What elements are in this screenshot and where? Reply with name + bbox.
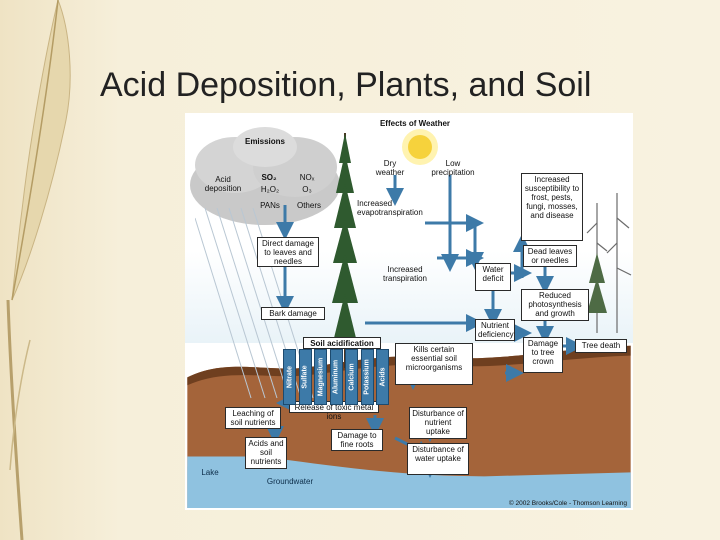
soil-bar-calcium: Calcium bbox=[345, 349, 358, 405]
dead-trees-icon bbox=[586, 193, 632, 333]
emissions-label: Emissions bbox=[244, 137, 285, 146]
damage-fine-roots-box: Damage to fine roots bbox=[331, 429, 383, 451]
nutrient-deficiency-box: Nutrient deficiency bbox=[475, 319, 515, 341]
soil-acidification-box: Soil acidification bbox=[303, 337, 381, 349]
others-label: Others bbox=[296, 201, 321, 210]
dry-weather-label: Dry weather bbox=[375, 159, 405, 177]
copyright-credit: © 2002 Brooks/Cole - Thomson Learning bbox=[508, 500, 627, 507]
o3-label: O₃ bbox=[302, 185, 312, 194]
soil-bar-acids: Acids bbox=[376, 349, 389, 405]
increased-transpiration-label: Increased transpiration bbox=[382, 265, 428, 283]
water-deficit-box: Water deficit bbox=[475, 263, 511, 291]
soil-bar-aluminum: Aluminum bbox=[329, 349, 343, 405]
acid-deposition-label: Acid deposition bbox=[204, 175, 242, 193]
damage-tree-crown-box: Damage to tree crown bbox=[523, 337, 563, 373]
tree-death-box: Tree death bbox=[575, 339, 627, 353]
effects-of-weather-header: Effects of Weather bbox=[379, 119, 451, 128]
disturbance-water-box: Disturbance of water uptake bbox=[407, 443, 469, 475]
acid-deposition-diagram: Effects of Weather Emissions Acid deposi… bbox=[185, 113, 633, 510]
nox-label: NOₓ bbox=[299, 173, 315, 182]
soil-and-water bbox=[187, 345, 631, 508]
soil-bar-magnesium: Magnesium bbox=[314, 349, 327, 405]
soil-bar-label: Magnesium bbox=[317, 357, 324, 397]
pans-label: PANs bbox=[260, 201, 280, 210]
soil-bar-label: Aluminum bbox=[332, 359, 340, 395]
leaching-box: Leaching of soil nutrients bbox=[225, 407, 281, 429]
so2-label: SO₂ bbox=[261, 173, 277, 182]
soil-bar-potassium: Potassium bbox=[360, 349, 374, 405]
lake-label: Lake bbox=[201, 468, 219, 477]
acids-nutrients-box: Acids and soil nutrients bbox=[245, 437, 287, 469]
dried-leaf-decoration bbox=[6, 0, 71, 540]
emissions-cloud bbox=[190, 127, 340, 225]
low-precipitation-label: Low precipitation bbox=[431, 159, 475, 177]
bark-damage-box: Bark damage bbox=[261, 307, 325, 320]
slide-title: Acid Deposition, Plants, and Soil bbox=[100, 66, 592, 104]
soil-bar-sulfate: Sulfate bbox=[298, 349, 312, 405]
soil-bar-label: Calcium bbox=[348, 363, 355, 391]
soil-bar-label: Acids bbox=[379, 367, 386, 387]
groundwater-label: Groundwater bbox=[266, 477, 314, 486]
increased-evapotranspiration-label: Increased evapotranspiration bbox=[357, 199, 423, 217]
soil-bar-nitrate: Nitrate bbox=[283, 349, 296, 405]
sun-icon bbox=[402, 129, 438, 165]
kills-microorganisms-box: Kills certain essential soil microorgani… bbox=[395, 343, 473, 385]
reduced-photosynthesis-box: Reduced photosynthesis and growth bbox=[521, 289, 589, 321]
h2o2-label: H₂O₂ bbox=[260, 185, 280, 194]
soil-bar-label: Nitrate bbox=[286, 365, 293, 389]
central-tree-icon bbox=[332, 133, 358, 368]
direct-damage-box: Direct damage to leaves and needles bbox=[257, 237, 319, 267]
soil-bar-label: Potassium bbox=[363, 359, 371, 395]
dead-leaves-box: Dead leaves or needles bbox=[523, 245, 577, 267]
soil-bar-label: Sulfate bbox=[301, 365, 309, 389]
disturbance-nutrient-box: Disturbance of nutrient uptake bbox=[409, 407, 467, 439]
increased-susceptibility-box: Increased susceptibility to frost, pests… bbox=[521, 173, 583, 241]
